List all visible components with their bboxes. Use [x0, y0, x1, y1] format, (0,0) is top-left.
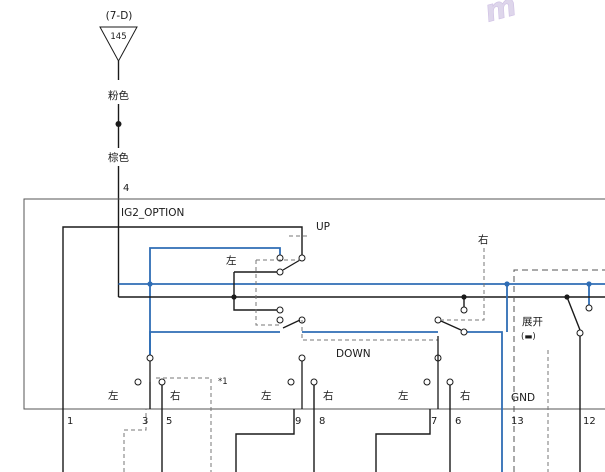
pin1-wire: [62, 226, 303, 472]
mechanical-link-left: [255, 260, 280, 326]
left-label: 左: [398, 389, 409, 402]
pin-label-3: 3: [142, 416, 148, 427]
right-label-top: 右: [478, 233, 489, 246]
pin-label-8: 8: [319, 416, 325, 427]
connector-number: 145: [110, 32, 126, 42]
switch-blade-right: [440, 320, 462, 331]
ig2-option-label: IG2_OPTION: [121, 207, 184, 219]
blue-node: [147, 281, 153, 287]
splice-point: [115, 121, 122, 127]
switch-blade-up: [282, 259, 301, 271]
pin-label-9: 9: [295, 416, 301, 427]
contact: [585, 304, 593, 312]
left-label: 左: [261, 389, 272, 402]
link-dash-1: [156, 377, 212, 472]
contact: [310, 378, 318, 386]
left-label-top: 左: [226, 254, 237, 267]
unfold-symbol: (▬): [521, 332, 536, 342]
contact: [460, 306, 468, 314]
switch-blade-down: [282, 319, 301, 329]
down-dash: [301, 320, 438, 341]
wire-color-lower: 棕色: [108, 151, 129, 164]
pin-label-6: 6: [455, 416, 461, 427]
contact: [423, 378, 431, 386]
connector-triangle: [99, 26, 138, 63]
blue-gnd-wire: [464, 331, 503, 472]
switch-contact-right: [566, 296, 581, 331]
right-label: 右: [323, 389, 334, 402]
contact: [298, 254, 306, 262]
black-branch-left: [233, 272, 280, 311]
right-label: 右: [170, 389, 181, 402]
watermark: m: [481, 0, 520, 30]
contact: [276, 268, 284, 276]
contact: [298, 354, 306, 362]
pin-label-1: 1: [67, 416, 73, 427]
contact: [460, 328, 468, 336]
up-label: UP: [316, 221, 330, 233]
contact: [276, 306, 284, 314]
link-dash-2: [123, 409, 147, 472]
blue-lower-bus-left: [149, 331, 280, 355]
switch-housing: [23, 198, 605, 410]
pin-label-input: 4: [123, 183, 129, 194]
note-label: *1: [218, 377, 228, 387]
contact: [146, 354, 154, 362]
pin-label-12: 12: [583, 416, 596, 427]
down-label: DOWN: [336, 348, 371, 360]
contact: [134, 378, 142, 386]
connector-ref: (7-D): [106, 10, 133, 22]
left-label: 左: [108, 389, 119, 402]
unfold-label: 展开: [522, 316, 543, 328]
contact: [434, 316, 442, 324]
pin-label-13: 13: [511, 416, 524, 427]
wire-pin9: [235, 409, 295, 472]
gnd-label: GND: [511, 392, 535, 404]
contact: [276, 316, 284, 324]
unfold-box: [513, 269, 605, 472]
wire-pin7: [375, 409, 431, 472]
right-label: 右: [460, 389, 471, 402]
pin-label-7: 7: [431, 416, 437, 427]
wire-color-upper: 粉色: [108, 89, 129, 102]
contact: [446, 378, 454, 386]
pin-label-5: 5: [166, 416, 172, 427]
blue-upper-bus: [149, 247, 281, 355]
contact: [287, 378, 295, 386]
mechanical-link-right: [442, 248, 485, 321]
contact: [158, 378, 166, 386]
contact: [576, 329, 584, 337]
